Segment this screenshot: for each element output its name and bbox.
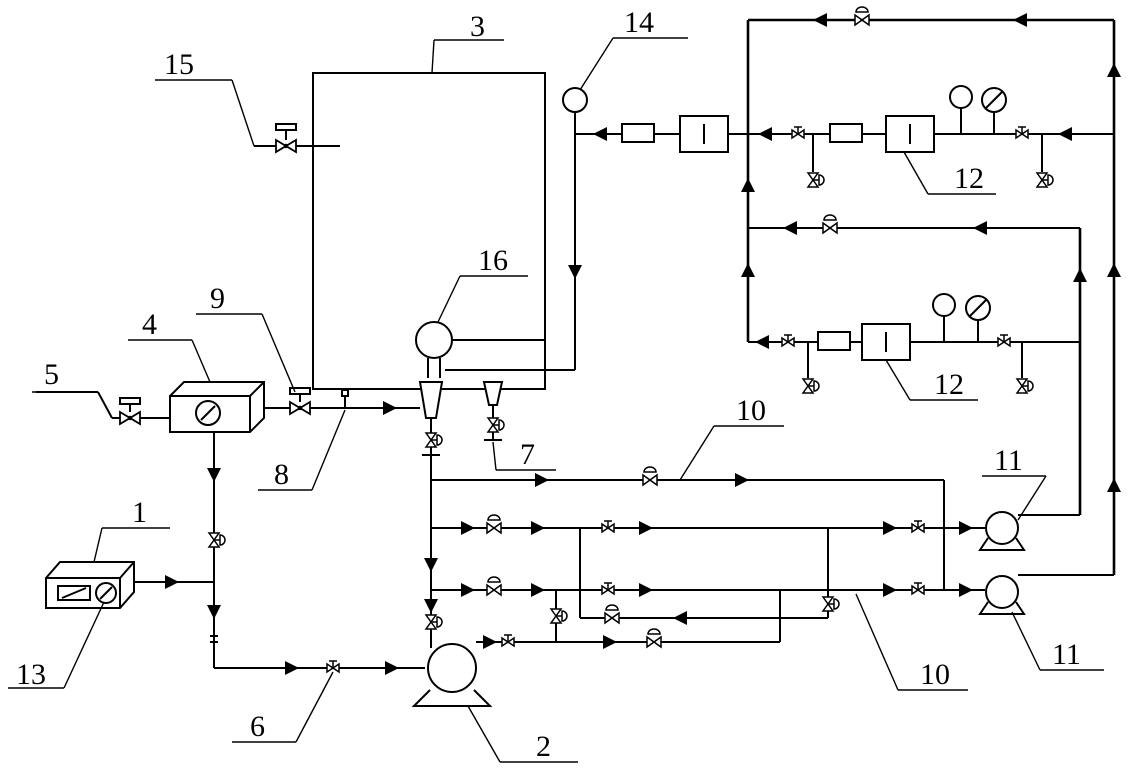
label-1: 1 — [132, 496, 147, 529]
label-15: 15 — [164, 48, 194, 81]
label-12-bottom: 12 — [934, 368, 964, 401]
label-10-top: 10 — [736, 394, 766, 427]
vent-valve — [254, 123, 340, 153]
label-14: 14 — [624, 6, 654, 39]
filter-element — [621, 123, 655, 143]
label-7: 7 — [520, 438, 535, 471]
label-10-bottom: 10 — [920, 658, 950, 691]
label-5: 5 — [44, 358, 59, 391]
label-13: 13 — [16, 658, 46, 691]
label-11-bottom: 11 — [1052, 638, 1081, 671]
label-2: 2 — [536, 730, 551, 763]
label-12-top: 12 — [954, 162, 984, 195]
main-pump — [411, 643, 493, 707]
label-16: 16 — [478, 244, 508, 277]
control-box — [45, 561, 135, 609]
label-4: 4 — [142, 308, 157, 341]
label-9: 9 — [210, 282, 225, 315]
booster-pump-upper — [978, 511, 1026, 551]
label-11-top: 11 — [994, 444, 1023, 477]
booster-pump-lower — [978, 575, 1026, 615]
label-6: 6 — [250, 710, 265, 743]
label-8: 8 — [274, 458, 289, 491]
level-gauge — [415, 321, 453, 378]
pressure-gauge — [562, 87, 588, 113]
label-3: 3 — [470, 10, 485, 43]
heater-box — [169, 381, 265, 433]
